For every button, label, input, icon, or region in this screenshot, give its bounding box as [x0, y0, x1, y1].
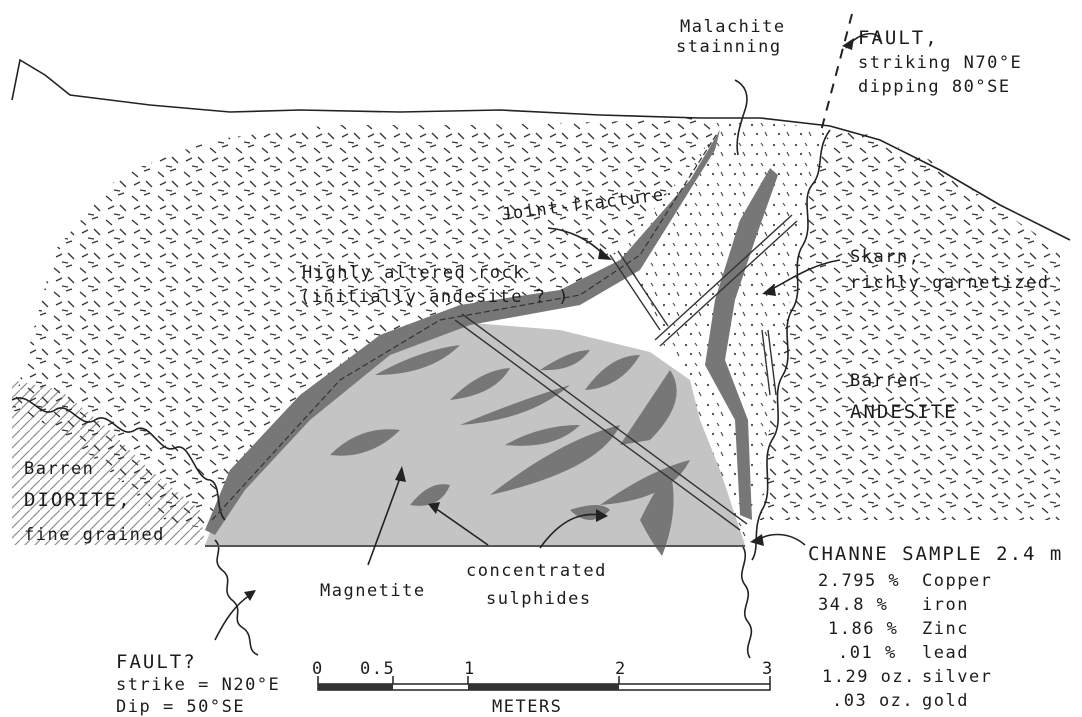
assay-element: lead — [922, 643, 969, 663]
scale-tick-label: 1 — [464, 659, 476, 679]
sulphides-label-line2: sulphides — [486, 589, 592, 609]
altered-rock-label-line1: Highly altered rock — [302, 263, 525, 283]
assay-value: 2.795 % — [818, 571, 900, 591]
assay-element: iron — [922, 595, 969, 615]
fault-ne-label-line3: dipping 80°SE — [858, 77, 1011, 97]
andesite-label-line2: ANDESITE — [850, 401, 958, 423]
assay-value: .03 oz. — [832, 691, 914, 711]
fault-ne-arrowhead — [842, 38, 854, 50]
fault-sw-label-line1: FAULT? — [116, 651, 197, 673]
scale-bar: 0 0.5 1 2 3 METERS — [312, 659, 774, 717]
skarn-label-line1: Skarn, — [850, 247, 920, 267]
fault-sw-label-line3: Dip = 50°SE — [116, 697, 245, 717]
fault-ne-trace — [820, 14, 852, 135]
assay-value: 1.86 % — [828, 619, 898, 639]
fault-sw-label-line2: strike = N20°E — [116, 675, 280, 695]
fault-channel-trace — [742, 545, 752, 658]
assay-value: 34.8 % — [818, 595, 888, 615]
assay-element: Copper — [922, 571, 992, 591]
malachite-label-line2: stainning — [676, 37, 782, 57]
assay-element: gold — [922, 691, 969, 711]
skarn-label-line2: richly garnetized — [850, 273, 1050, 293]
assay-element: Zinc — [922, 619, 969, 639]
altered-rock-label-line2: (initially andesite ? ) — [300, 287, 570, 307]
scale-unit-label: METERS — [492, 697, 562, 717]
magnetite-label: Magnetite — [320, 581, 426, 601]
diorite-label-line2: DIORITE, — [24, 489, 132, 511]
diorite-label-line1: Barren — [24, 459, 94, 479]
assay-table: 2.795 % Copper 34.8 % iron 1.86 % Zinc .… — [818, 571, 992, 711]
fault-ne-label-line1: FAULT, — [858, 27, 939, 49]
scale-tick-label: 0.5 — [360, 659, 395, 679]
scale-tick-label: 2 — [615, 659, 627, 679]
andesite-label-line1: Barren — [850, 371, 920, 391]
channel-sample-title: CHANNE SAMPLE 2.4 m — [808, 543, 1063, 565]
assay-value: .01 % — [838, 643, 897, 663]
fault-ne-label-line2: striking N70°E — [858, 53, 1022, 73]
diorite-label-line3: fine grained — [24, 525, 165, 545]
assay-element: silver — [922, 667, 992, 687]
sulphides-label-line1: concentrated — [466, 561, 607, 581]
scale-tick-label: 0 — [312, 659, 324, 679]
assay-value: 1.29 oz. — [822, 667, 916, 687]
malachite-label-line1: Malachite — [680, 17, 786, 37]
scale-tick-label: 3 — [762, 659, 774, 679]
